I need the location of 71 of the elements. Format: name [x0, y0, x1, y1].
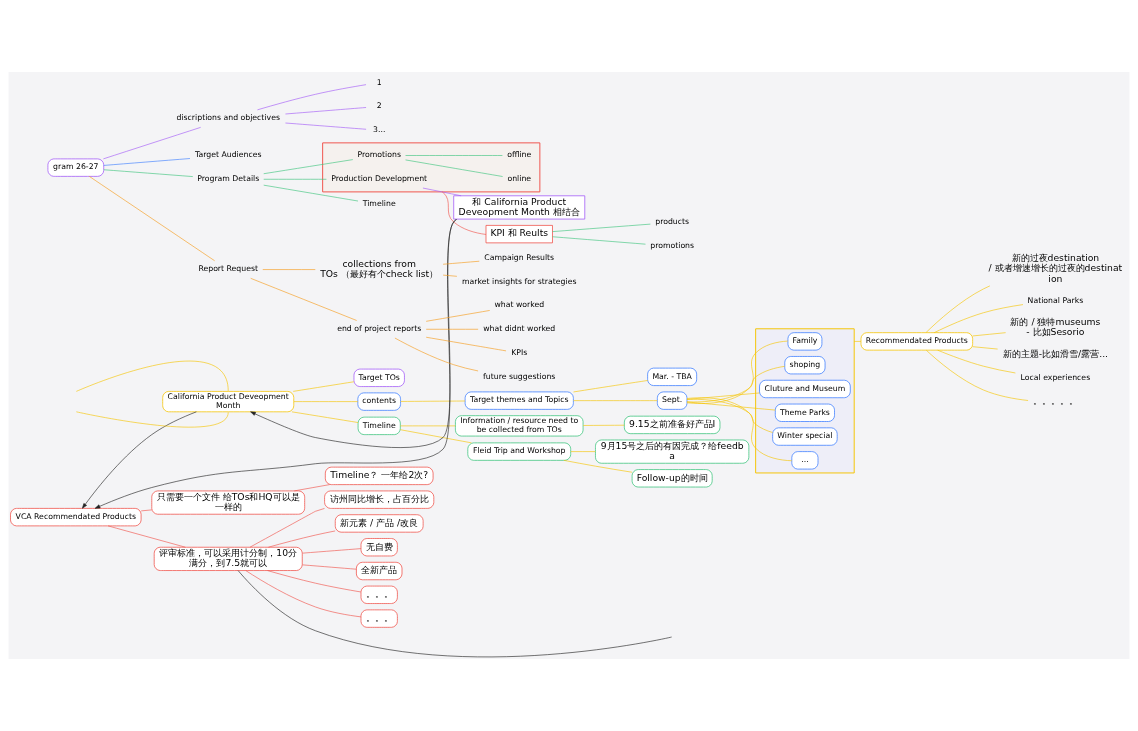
node-text: 。。。。。 [1032, 395, 1078, 407]
node-box: 无自费 [360, 538, 398, 557]
node-box: 。。。 [360, 609, 398, 628]
connector [972, 346, 998, 350]
connector [442, 274, 458, 277]
node-box: 访州同比增长，占百分比 [324, 490, 435, 509]
connector [686, 366, 785, 403]
connector [686, 340, 789, 404]
node-box: 只需要一个文件 给TOs和HQ可以是一样的 [151, 490, 306, 515]
connector [972, 332, 1006, 337]
connector [249, 508, 325, 548]
connector [686, 399, 773, 433]
connector [76, 360, 229, 392]
connector [103, 127, 201, 160]
connector [250, 278, 357, 321]
node-box: 全新产品 [356, 561, 403, 581]
connector [291, 411, 359, 423]
connector [442, 260, 480, 265]
connector [442, 191, 487, 235]
node-box: Follow-up的时间 [631, 469, 713, 488]
connector [425, 336, 507, 352]
node-text: 新的主题-比如滑雪/露营... [1002, 347, 1109, 359]
node-text: 新的过夜destination / 或者增速增长的过夜的destination [988, 252, 1123, 284]
connector [552, 236, 646, 245]
connector [285, 122, 367, 130]
node-box: 9月15号之后的有因完成？给feedba [595, 439, 750, 464]
connector [263, 184, 359, 202]
connector [103, 169, 194, 177]
connector [293, 484, 330, 492]
connector [293, 401, 359, 402]
connector [268, 530, 336, 548]
connector [400, 429, 472, 444]
connector [405, 155, 503, 156]
connector [937, 349, 1016, 374]
connector [394, 337, 479, 372]
node-text: collections from TOs （最好有个check list） [320, 257, 439, 279]
node-box: Timeline？ 一年给2次? [324, 466, 434, 485]
connector [263, 159, 354, 175]
connector [686, 397, 793, 462]
connector [285, 107, 367, 115]
connector [257, 84, 367, 111]
node-box: 新元素 / 产品 /改良 [334, 514, 424, 533]
connector [925, 349, 1029, 401]
node-box: KPI 和 Reults [485, 225, 553, 244]
connector [89, 176, 215, 262]
node-box: 。。。 [360, 585, 398, 604]
connector [686, 401, 776, 411]
connector [563, 460, 633, 473]
connector [425, 310, 491, 322]
node-text: 新的 / 独特museums - 比如Sesorio [1010, 316, 1101, 338]
node-box: 和 California Product Deveopment Month 相结合 [453, 195, 586, 220]
cluster [755, 328, 855, 474]
connector [237, 570, 672, 658]
connector [933, 304, 1024, 333]
connector [425, 328, 479, 330]
arrow [82, 411, 197, 509]
connector [925, 285, 991, 333]
connector [422, 187, 462, 197]
node-box: 9.15之前准备好产品I [623, 415, 721, 435]
cluster [322, 142, 541, 193]
connector [552, 223, 651, 232]
connector [302, 564, 357, 570]
connector [267, 570, 362, 593]
connector [853, 341, 862, 342]
connector [103, 158, 191, 166]
node-box: 评审标准，可以采用计分制，10分满分，到7.5就可以 [153, 546, 303, 571]
connector [140, 509, 153, 512]
connector [302, 548, 362, 554]
connector [405, 159, 503, 177]
connector [245, 570, 362, 618]
connector [107, 525, 186, 548]
